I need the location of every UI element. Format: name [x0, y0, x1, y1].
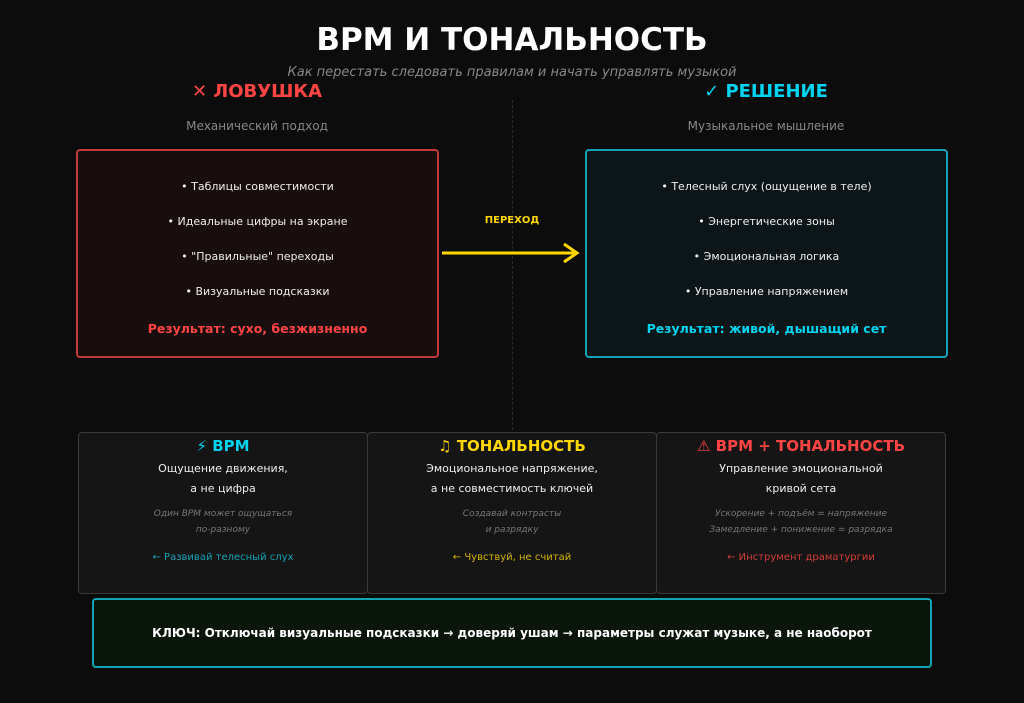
lightning-icon: ⚡: [196, 437, 207, 455]
key-card: ♫ ТОНАЛЬНОСТЬ Эмоциональное напряжение, а…: [367, 432, 657, 594]
solution-item: • Телесный слух (ощущение в теле): [661, 180, 872, 193]
music-note-icon: ♫: [438, 437, 452, 455]
card-note: Замедление + понижение = разрядка: [709, 525, 893, 535]
transition-label: ПЕРЕХОД: [484, 215, 540, 226]
card-note: Ускорение + подъём = напряжение: [714, 509, 888, 519]
bpm-card: ⚡ BPM Ощущение движения, а не цифра Один …: [78, 432, 368, 594]
card-desc: кривой сета: [765, 482, 837, 495]
card-note: Создавай контрасты: [462, 509, 562, 519]
trap-item: • Визуальные подсказки: [185, 285, 330, 298]
key-text: КЛЮЧ: Отключай визуальные подсказки → до…: [152, 626, 872, 640]
card-title: BPM + ТОНАЛЬНОСТЬ: [715, 437, 906, 455]
arrow-right-icon: [442, 242, 580, 264]
solution-item: • Энергетические зоны: [698, 215, 835, 228]
card-desc: Управление эмоциональной: [719, 462, 883, 475]
card-note: по-разному: [195, 525, 251, 535]
solution-result: Результат: живой, дышащий сет: [646, 321, 887, 336]
card-title: ТОНАЛЬНОСТЬ: [456, 437, 586, 455]
key-banner: КЛЮЧ: Отключай визуальные подсказки → до…: [92, 598, 932, 668]
page-title: BPM И ТОНАЛЬНОСТЬ: [316, 22, 708, 58]
solution-heading: ✓ РЕШЕНИЕ: [704, 81, 828, 102]
solution-subheading: Музыкальное мышление: [687, 119, 845, 133]
trap-item: • "Правильные" переходы: [181, 250, 334, 263]
solution-item: • Эмоциональная логика: [693, 250, 840, 263]
page-subtitle: Как перестать следовать правилам и начат…: [287, 65, 737, 80]
card-desc: Ощущение движения,: [158, 462, 288, 475]
trap-item: • Идеальные цифры на экране: [167, 215, 348, 228]
warning-icon: ⚠: [696, 437, 711, 455]
card-desc: а не совместимость ключей: [430, 482, 594, 495]
card-desc: а не цифра: [190, 482, 256, 495]
card-note: и разрядку: [485, 525, 539, 535]
bpm-key-card: ⚠ BPM + ТОНАЛЬНОСТЬ Управление эмоционал…: [656, 432, 946, 594]
center-divider: [512, 100, 513, 430]
trap-result: Результат: сухо, безжизненно: [147, 321, 368, 336]
solution-box: • Телесный слух (ощущение в теле) • Энер…: [585, 149, 948, 358]
card-desc: Эмоциональное напряжение,: [426, 462, 598, 475]
card-note: Один BPM может ощущаться: [153, 509, 293, 519]
card-title: BPM: [212, 437, 250, 455]
card-tip: ← Инструмент драматургии: [727, 552, 875, 563]
trap-box: • Таблицы совместимости • Идеальные цифр…: [76, 149, 439, 358]
trap-subheading: Механический подход: [186, 119, 328, 133]
trap-heading: ✕ ЛОВУШКА: [191, 81, 323, 102]
solution-item: • Управление напряжением: [684, 285, 849, 298]
card-tip: ← Чувствуй, не считай: [452, 552, 572, 563]
trap-item: • Таблицы совместимости: [181, 180, 334, 193]
card-tip: ← Развивай телесный слух: [152, 552, 294, 563]
